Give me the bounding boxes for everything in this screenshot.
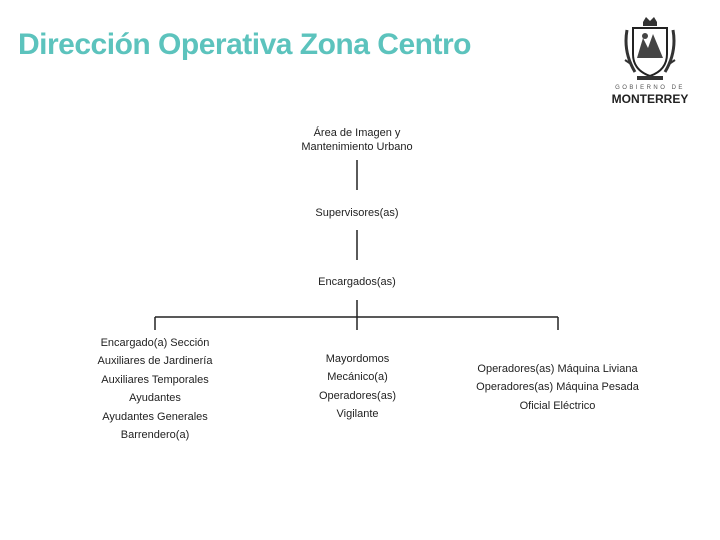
org-node-top: Área de Imagen y Mantenimiento Urbano bbox=[301, 127, 413, 153]
branch-heading: Encargado(a) Sección bbox=[100, 337, 210, 349]
org-node-supervisors: Supervisores(as) bbox=[315, 207, 399, 219]
logo-subtitle: GOBIERNO DE bbox=[615, 85, 685, 91]
list-item: Ayudantes bbox=[129, 392, 181, 405]
branch-right: Operadores(as) Máquina Liviana Operadore… bbox=[470, 360, 645, 415]
branch-center: Mayordomos Mecánico(a) Operadores(as) Vi… bbox=[290, 350, 425, 424]
list-item: Barrendero(a) bbox=[120, 429, 190, 442]
list-item: Vigilante bbox=[336, 408, 379, 421]
list-item: Ayudantes Generales bbox=[102, 410, 208, 423]
list-item: Operadores(as) Máquina Pesada bbox=[476, 381, 639, 394]
list-item: Mecánico(a) bbox=[327, 371, 388, 384]
logo-name: MONTERREY bbox=[611, 92, 689, 106]
page-title: Dirección Operativa Zona Centro bbox=[18, 28, 471, 61]
list-item: Operadores(as) bbox=[318, 389, 397, 402]
branch-encargado-seccion: Encargado(a) Sección Auxiliares de Jardi… bbox=[80, 334, 230, 444]
list-item: Auxiliares de Jardinería bbox=[97, 355, 213, 368]
list-item: Auxiliares Temporales bbox=[101, 373, 209, 386]
org-node-encargados: Encargados(as) bbox=[318, 276, 396, 288]
list-item: Oficial Eléctrico bbox=[519, 399, 596, 412]
monterrey-logo: GOBIERNO DE MONTERREY bbox=[610, 16, 690, 106]
list-item: Operadores(as) Máquina Liviana bbox=[477, 363, 638, 375]
coat-of-arms-icon bbox=[624, 17, 676, 80]
list-item: Mayordomos bbox=[325, 353, 390, 365]
